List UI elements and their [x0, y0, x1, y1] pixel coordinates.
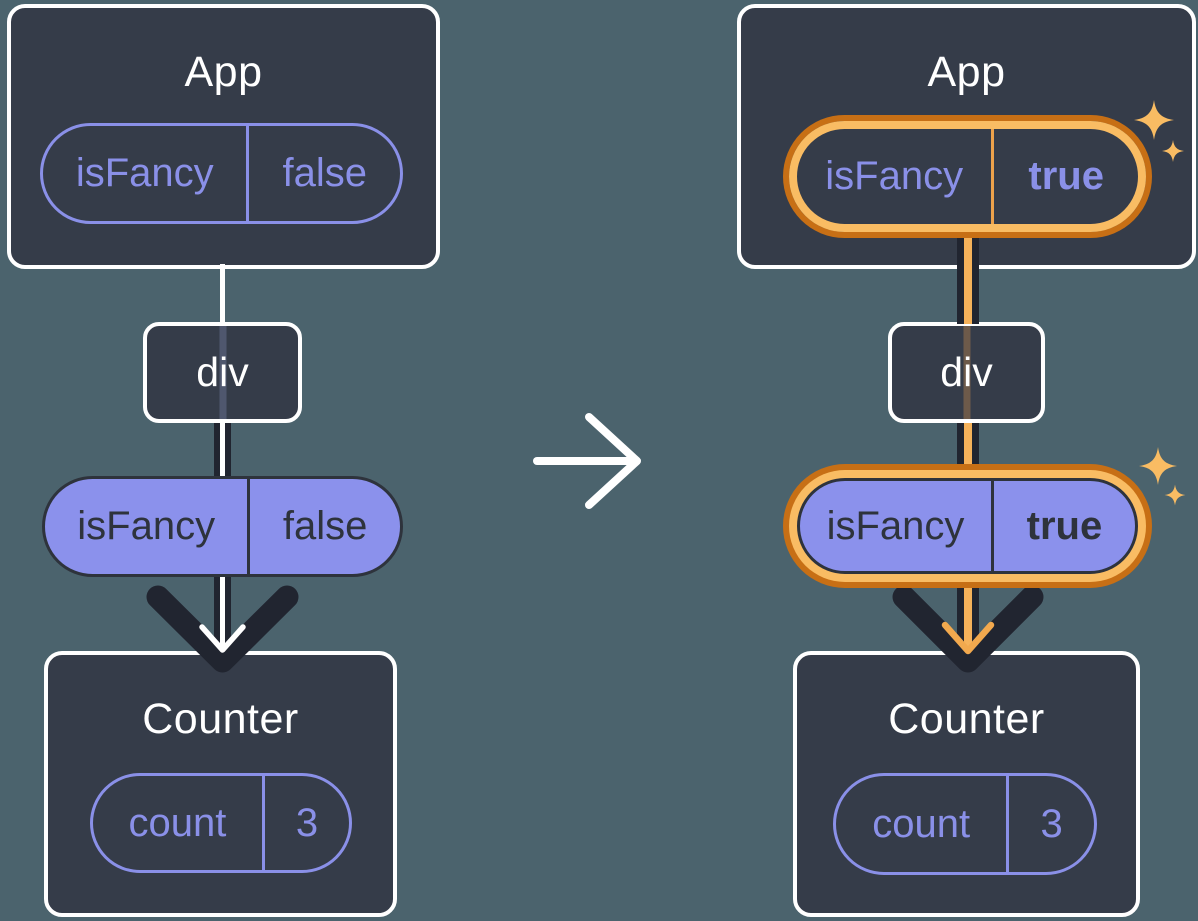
component-title: App: [184, 48, 263, 96]
state-value: 3: [261, 776, 349, 870]
before-app-to-div-line: [220, 264, 225, 324]
prop-pill: isFancy false: [42, 476, 403, 577]
prop-value: false: [247, 479, 400, 574]
before-prop-to-counter-arrow: [146, 574, 299, 673]
after-div-to-prop-line: [957, 423, 979, 480]
state-value: 3: [1006, 776, 1094, 872]
div-label: div: [940, 349, 993, 395]
app-state-pill-highlighted: isFancy true: [789, 121, 1146, 232]
state-key: count: [872, 801, 971, 846]
prop-key: isFancy: [826, 503, 965, 548]
div-label: div: [196, 349, 249, 395]
pass-through-line: [963, 326, 970, 419]
prop-value: true: [990, 481, 1135, 571]
before-div-to-prop-line: [214, 423, 231, 479]
prop-key: isFancy: [77, 504, 216, 548]
arrow-right-icon: [533, 413, 641, 509]
component-title: App: [927, 48, 1006, 96]
state-value: true: [991, 129, 1138, 224]
component-title: Counter: [142, 695, 299, 743]
after-prop-to-counter-arrow: [892, 572, 1044, 673]
prop-pill-highlighted: isFancy true: [797, 478, 1138, 574]
state-value: false: [246, 126, 400, 221]
state-key: isFancy: [75, 151, 214, 195]
sparkle-icon: [1139, 447, 1177, 485]
state-key: isFancy: [825, 154, 964, 198]
pass-through-line: [219, 326, 226, 419]
div-node: div: [143, 322, 302, 423]
sparkle-icon: [1164, 484, 1186, 506]
counter-state-pill: count 3: [833, 773, 1097, 875]
counter-state-pill: count 3: [90, 773, 352, 873]
div-node: div: [888, 322, 1045, 423]
state-key: count: [128, 800, 227, 845]
app-state-pill: isFancy false: [40, 123, 403, 224]
component-title: Counter: [888, 695, 1045, 743]
